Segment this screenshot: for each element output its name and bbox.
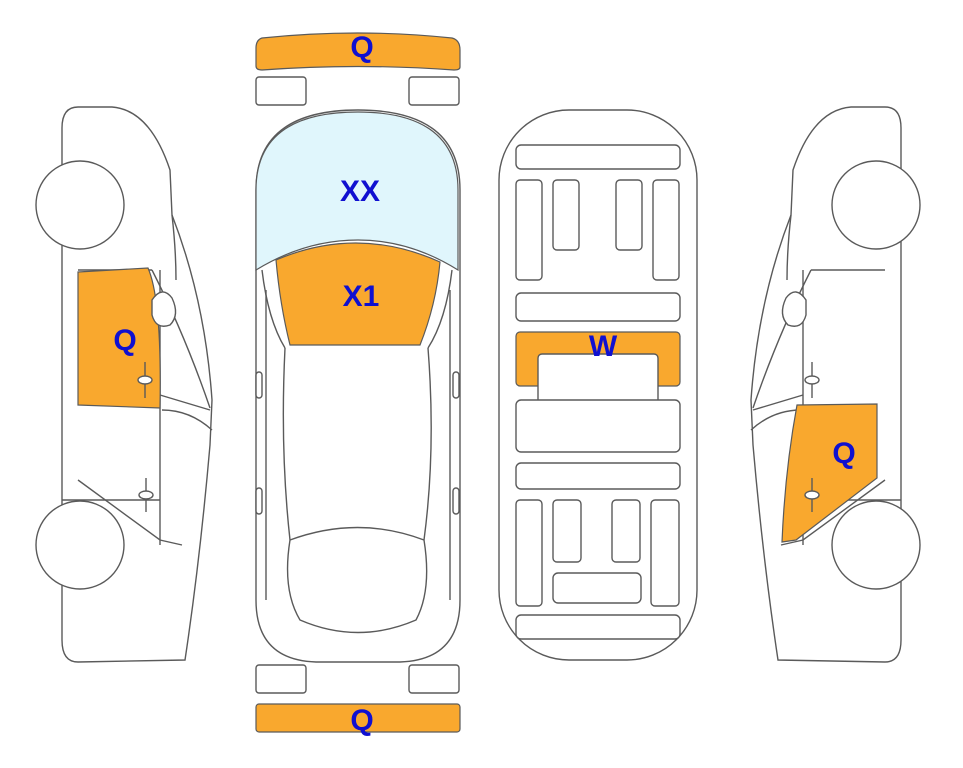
left-rear-door-handle <box>138 478 154 512</box>
right-side-view <box>750 106 921 663</box>
front-bumper <box>255 32 461 71</box>
left-mirror <box>151 291 177 327</box>
right-front-wheel <box>831 160 921 250</box>
right-front-door-handle <box>804 362 820 398</box>
left-front-door-code: Q <box>113 324 136 357</box>
front-bumper-code: Q <box>350 31 373 64</box>
floor-view <box>498 109 698 661</box>
roof-code: W <box>589 330 618 363</box>
right-rear-wheel <box>831 500 921 590</box>
right-rear-door-handle <box>804 478 820 512</box>
windshield <box>255 111 459 272</box>
top-view <box>255 32 461 733</box>
left-front-wheel <box>35 160 125 250</box>
rear-bumper <box>255 703 461 733</box>
hood-code: X1 <box>343 280 380 313</box>
left-rear-wheel <box>35 500 125 590</box>
right-rear-door-code: Q <box>832 437 855 470</box>
front-left-light <box>255 76 307 106</box>
rear-right-light <box>408 664 460 694</box>
right-rear-door <box>781 403 878 543</box>
left-side-view <box>35 106 213 663</box>
right-mirror <box>781 291 807 327</box>
front-right-light <box>408 76 460 106</box>
windshield-code: XX <box>340 175 380 208</box>
rear-left-light <box>255 664 307 694</box>
hood <box>275 242 441 346</box>
left-front-door-handle <box>137 362 153 398</box>
rear-bumper-code: Q <box>350 704 373 737</box>
